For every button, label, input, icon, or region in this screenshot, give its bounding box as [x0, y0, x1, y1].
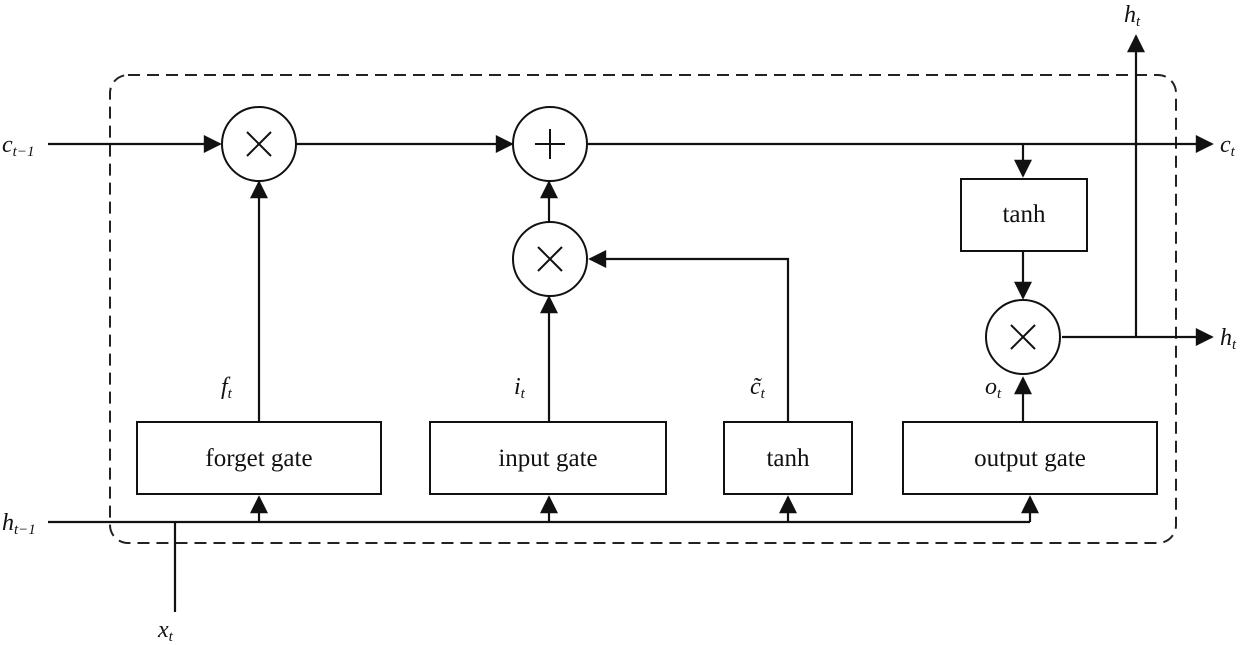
- label-f: ft: [221, 374, 233, 402]
- output-gate-label: output gate: [974, 445, 1086, 472]
- cell-tanh-label: tanh: [1002, 201, 1046, 228]
- input-gate-box: input gate: [429, 421, 667, 495]
- cell-tanh-box: tanh: [960, 178, 1088, 252]
- input-multiply-node: [512, 221, 588, 297]
- label-x-in: xt: [157, 617, 174, 645]
- label-o: ot: [985, 374, 1002, 402]
- forget-multiply-node: [221, 106, 297, 182]
- cell-boundary: [109, 74, 1177, 544]
- label-h-out-top: ht: [1124, 2, 1141, 30]
- forget-gate-label: forget gate: [205, 445, 312, 472]
- label-h-prev: ht−1: [2, 510, 36, 538]
- output-multiply-node: [985, 299, 1061, 375]
- add-node: [512, 106, 588, 182]
- label-i: it: [514, 374, 526, 402]
- label-c-tilde: c̃t: [750, 374, 766, 402]
- candidate-tanh-box: tanh: [723, 421, 853, 495]
- label-c-out: ct: [1220, 132, 1236, 160]
- label-h-out-right: ht: [1220, 325, 1237, 353]
- label-c-prev: ct−1: [2, 132, 34, 160]
- output-gate-box: output gate: [902, 421, 1158, 495]
- forget-gate-box: forget gate: [136, 421, 382, 495]
- wire-c-tilde: [588, 250, 790, 422]
- candidate-tanh-label: tanh: [766, 445, 810, 472]
- input-gate-label: input gate: [498, 445, 597, 472]
